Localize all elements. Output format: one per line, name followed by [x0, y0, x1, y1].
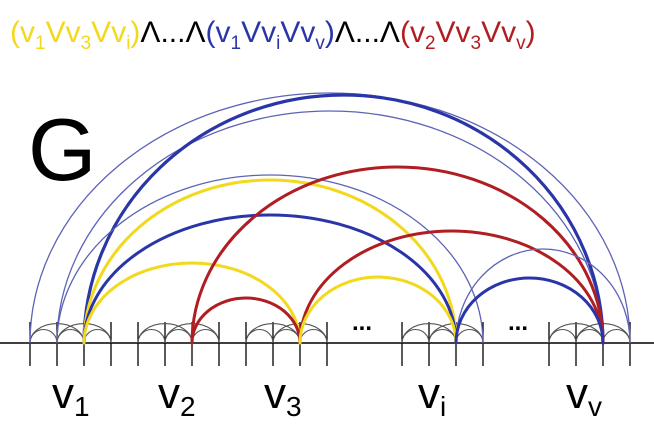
gadget-arc — [428, 328, 457, 344]
gadget-arc — [56, 328, 85, 344]
ellipsis-2: ... — [508, 309, 528, 336]
clause-paren: ) — [526, 16, 536, 49]
literal: v — [410, 16, 425, 49]
literal-subscript: 3 — [81, 33, 92, 54]
gadget-arc — [137, 328, 166, 344]
gadget-arc — [83, 328, 112, 344]
ellipsis-1: ... — [352, 309, 372, 336]
conjunction: Λ...Λ — [140, 16, 205, 49]
literal: v — [456, 16, 471, 49]
gadget-arc — [272, 328, 301, 344]
clause-arc — [455, 248, 631, 344]
clause-paren: ( — [206, 16, 216, 49]
clause-arc — [298, 275, 458, 345]
gadget-arc — [137, 323, 193, 344]
literal: v — [261, 16, 276, 49]
clause-paren: ) — [130, 16, 140, 49]
gadget-arc — [245, 328, 274, 344]
gadget-label: v3 — [264, 369, 302, 422]
graph-label: G — [28, 100, 96, 199]
clause-arc — [298, 229, 605, 345]
gadget-arc — [548, 323, 604, 344]
clause-paren: ( — [400, 16, 410, 49]
gadget-labels: v1 v2 v3 vi vv — [52, 369, 602, 422]
literal: v — [216, 16, 231, 49]
clause-arc — [29, 92, 631, 344]
literal-subscript: 1 — [231, 33, 242, 54]
or-symbol: V — [280, 16, 300, 49]
literal: v — [501, 16, 516, 49]
clause-arc — [56, 174, 484, 344]
literal: v — [20, 16, 35, 49]
literal: v — [66, 16, 81, 49]
clause-arcs — [29, 92, 631, 345]
clause-arc — [82, 93, 605, 345]
gadget-arc — [548, 328, 577, 344]
or-symbol: V — [46, 16, 66, 49]
clause-arc — [454, 276, 605, 345]
gadget-arc — [299, 328, 328, 344]
clause-paren: ( — [10, 16, 20, 49]
or-symbol: V — [436, 16, 456, 49]
gadget-arc — [602, 328, 631, 344]
literal-subscript: 1 — [35, 33, 46, 54]
formula-text: (v1​Vv3​Vvi​)Λ...Λ(v1​Vvi​Vvv​)Λ...Λ(v2​… — [10, 16, 536, 54]
or-symbol: V — [91, 16, 111, 49]
conjunction: Λ...Λ — [335, 16, 400, 49]
clause-arc — [82, 261, 302, 345]
clause-arc — [82, 213, 458, 345]
literal-subscript: 3 — [471, 33, 482, 54]
clause-arc — [82, 178, 458, 345]
or-symbol: V — [481, 16, 501, 49]
gadget-label: v2 — [158, 369, 196, 422]
gadget-arc — [164, 328, 193, 344]
literal-subscript: i — [276, 33, 280, 54]
literal: v — [111, 16, 126, 49]
clause-arc — [190, 165, 605, 345]
gadget-arc — [401, 328, 430, 344]
literal-subscript: i — [126, 33, 130, 54]
gadget-arc — [191, 328, 220, 344]
gadget-arc — [401, 323, 457, 344]
literal-subscript: v — [315, 33, 325, 54]
clause-formula: (v1​Vv3​Vvi​)Λ...Λ(v1​Vvi​Vvv​)Λ...Λ(v2​… — [10, 16, 536, 54]
literal: v — [300, 16, 315, 49]
gadget-arcs — [0, 322, 654, 366]
gadget-arc — [245, 323, 301, 344]
literal-subscript: 2 — [425, 33, 436, 54]
clause-paren: ) — [325, 16, 335, 49]
gadget-label: vv — [566, 369, 602, 422]
clause-arc — [190, 296, 302, 345]
gadget-arc — [29, 323, 85, 344]
gadget-label: vi — [418, 369, 446, 422]
clause-arc — [56, 110, 604, 344]
gadget-arc — [455, 328, 484, 344]
or-symbol: V — [241, 16, 261, 49]
gadget-arc — [29, 328, 58, 344]
literal-subscript: v — [516, 33, 526, 54]
gadget-label: v1 — [52, 369, 90, 422]
gadget-arc — [272, 323, 328, 344]
gadget-arc — [575, 328, 604, 344]
